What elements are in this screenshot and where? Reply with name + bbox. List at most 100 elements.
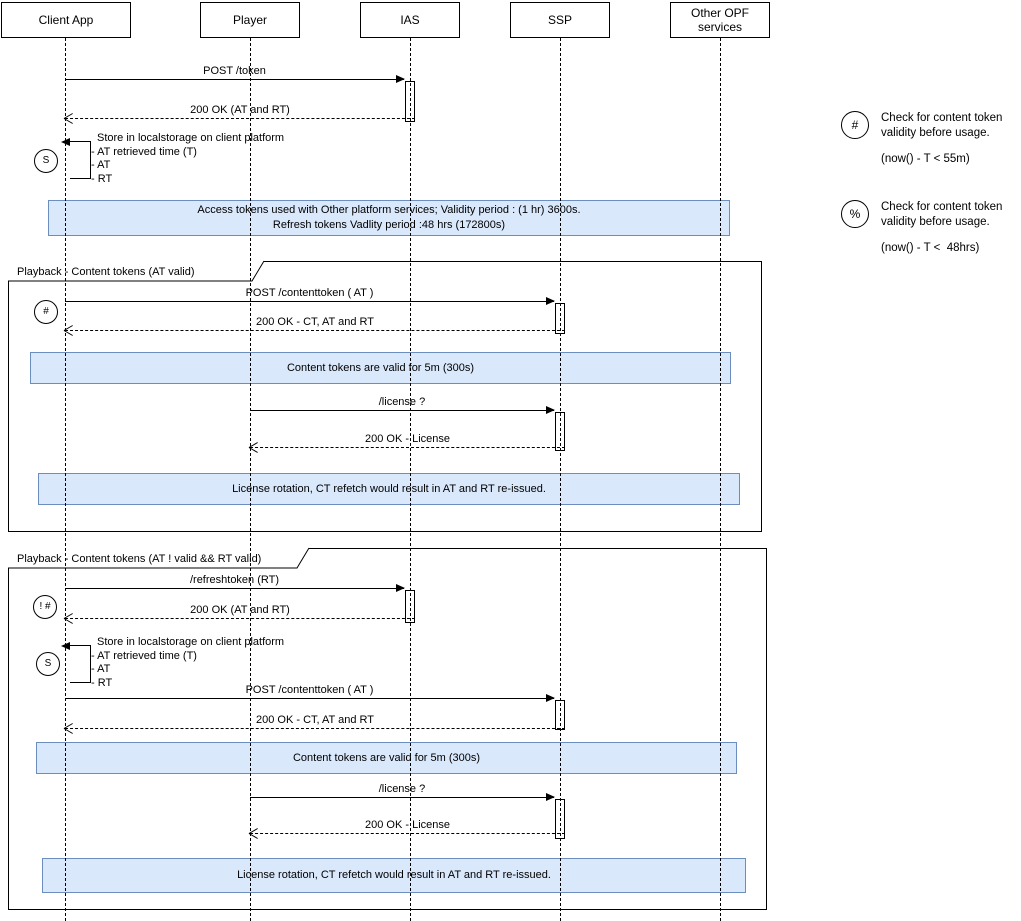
open-arrowhead-icon bbox=[249, 827, 259, 839]
store-title: Store in localstorage on client platform bbox=[97, 132, 285, 144]
message-label: /refreshtoken (RT) bbox=[189, 574, 280, 586]
frame-label-tab: Playback - Content tokens (AT ! valid &&… bbox=[8, 547, 310, 569]
arrowhead-icon bbox=[61, 642, 70, 650]
store-localstorage-text: Store in localstorage on client platform… bbox=[91, 636, 284, 690]
note-access-tokens: Access tokens used with Other platform s… bbox=[48, 200, 730, 236]
message-line bbox=[65, 698, 554, 699]
marker-store: S bbox=[34, 149, 58, 173]
message-line bbox=[250, 447, 565, 448]
legend-percent-icon: % bbox=[841, 200, 869, 228]
actor-label: Player bbox=[232, 13, 267, 27]
note-line: License rotation, CT refetch would resul… bbox=[237, 869, 551, 881]
message-label: 200 OK - License bbox=[365, 433, 450, 445]
legend-line: Check for content token bbox=[881, 201, 1003, 213]
note-content-tokens-valid: Content tokens are valid for 5m (300s) bbox=[36, 742, 737, 774]
store-item: - RT bbox=[91, 676, 113, 689]
actor-ias: IAS bbox=[360, 2, 460, 38]
lifeline-ias bbox=[410, 38, 411, 921]
store-item: - AT bbox=[91, 663, 111, 675]
frame-label-tab: Playback - Content tokens (AT valid) bbox=[8, 260, 265, 282]
store-localstorage-text: Store in localstorage on client platform… bbox=[91, 132, 284, 186]
lifeline-other-opf bbox=[720, 38, 721, 921]
message-line bbox=[65, 588, 404, 589]
message-line bbox=[65, 728, 565, 729]
message-label: 200 OK - CT, AT and RT bbox=[256, 714, 374, 726]
store-item: - RT bbox=[91, 172, 113, 185]
legend-hash-formula: (now() - T < 55m) bbox=[881, 153, 970, 165]
note-line: Refresh tokens Vadlity period :48 hrs (1… bbox=[272, 219, 506, 231]
message-line bbox=[250, 797, 554, 798]
message-line bbox=[65, 79, 404, 80]
marker-store: S bbox=[36, 652, 60, 676]
activation-ssp bbox=[555, 303, 565, 334]
marker-not-hash: ! # bbox=[33, 595, 57, 619]
legend-percent-formula: (now() - T < 48hrs) bbox=[881, 242, 980, 254]
frame-playback-at-invalid-rt-valid: Playback - Content tokens (AT ! valid &&… bbox=[8, 547, 767, 910]
frame-playback-at-valid: Playback - Content tokens (AT valid) bbox=[8, 260, 762, 532]
note-line: Content tokens are valid for 5m (300s) bbox=[292, 751, 481, 764]
self-message-store bbox=[61, 138, 91, 179]
lifeline-client-app bbox=[65, 38, 66, 921]
arrowhead-icon bbox=[396, 584, 405, 592]
message-label: /license ? bbox=[378, 396, 426, 408]
message-label: 200 OK (AT and RT) bbox=[190, 604, 290, 616]
message-label: 200 OK - CT, AT and RT bbox=[256, 316, 374, 328]
arrowhead-icon bbox=[546, 406, 555, 414]
message-line bbox=[65, 118, 415, 119]
lifeline-ssp bbox=[560, 38, 561, 921]
actor-other-opf: Other OPF services bbox=[670, 2, 770, 38]
open-arrowhead-icon bbox=[64, 612, 74, 624]
frame-label: Playback - Content tokens (AT ! valid &&… bbox=[17, 553, 261, 565]
message-line bbox=[65, 301, 554, 302]
activation-ssp bbox=[555, 799, 565, 839]
store-item: - AT retrieved time (T) bbox=[91, 649, 197, 662]
store-item: - AT retrieved time (T) bbox=[91, 145, 197, 158]
legend-line: Check for content token bbox=[881, 112, 1003, 124]
activation-ias bbox=[405, 81, 415, 122]
message-label: POST /contenttoken ( AT ) bbox=[245, 287, 374, 299]
self-message-store bbox=[61, 642, 91, 683]
actor-label: SSP bbox=[547, 13, 572, 27]
store-title: Store in localstorage on client platform bbox=[97, 636, 285, 648]
arrowhead-icon bbox=[546, 694, 555, 702]
actor-client-app: Client App bbox=[1, 2, 131, 38]
message-line bbox=[250, 410, 554, 411]
actor-label: Other OPF services bbox=[690, 6, 749, 34]
lifeline-player bbox=[250, 38, 251, 921]
frame-label: Playback - Content tokens (AT valid) bbox=[17, 266, 195, 278]
legend-percent-text: Check for content token validity before … bbox=[881, 200, 1002, 230]
note-line: Access tokens used with Other platform s… bbox=[197, 204, 581, 216]
note-license-rotation: License rotation, CT refetch would resul… bbox=[42, 858, 746, 893]
open-arrowhead-icon bbox=[64, 324, 74, 336]
message-label: /license ? bbox=[378, 783, 426, 795]
actor-ssp: SSP bbox=[510, 2, 610, 38]
note-line: License rotation, CT refetch would resul… bbox=[232, 482, 546, 495]
arrowhead-icon bbox=[396, 75, 405, 83]
store-item: - AT bbox=[91, 159, 111, 171]
message-line bbox=[65, 618, 415, 619]
marker-hash: # bbox=[34, 300, 58, 324]
note-content-tokens-valid: Content tokens are valid for 5m (300s) bbox=[30, 352, 731, 384]
legend-line: validity before usage. bbox=[881, 216, 990, 228]
activation-ssp bbox=[555, 700, 565, 730]
actor-player: Player bbox=[200, 2, 300, 38]
activation-ssp bbox=[555, 412, 565, 451]
arrowhead-icon bbox=[546, 793, 555, 801]
arrowhead-icon bbox=[546, 297, 555, 305]
actor-label: IAS bbox=[400, 13, 420, 27]
message-label: POST /token bbox=[203, 65, 266, 77]
message-line bbox=[250, 833, 565, 834]
message-line bbox=[65, 330, 565, 331]
legend-line: validity before usage. bbox=[881, 127, 990, 139]
message-label: POST /contenttoken ( AT ) bbox=[245, 684, 374, 696]
legend-hash-text: Check for content token validity before … bbox=[881, 111, 1002, 141]
open-arrowhead-icon bbox=[249, 441, 259, 453]
open-arrowhead-icon bbox=[64, 112, 74, 124]
legend-hash-icon: # bbox=[841, 111, 869, 139]
note-line: Content tokens are valid for 5m (300s) bbox=[286, 361, 475, 374]
message-label: 200 OK (AT and RT) bbox=[190, 104, 290, 116]
message-label: 200 OK - License bbox=[365, 819, 450, 831]
note-license-rotation: License rotation, CT refetch would resul… bbox=[38, 473, 740, 505]
actor-label: Client App bbox=[38, 13, 94, 27]
